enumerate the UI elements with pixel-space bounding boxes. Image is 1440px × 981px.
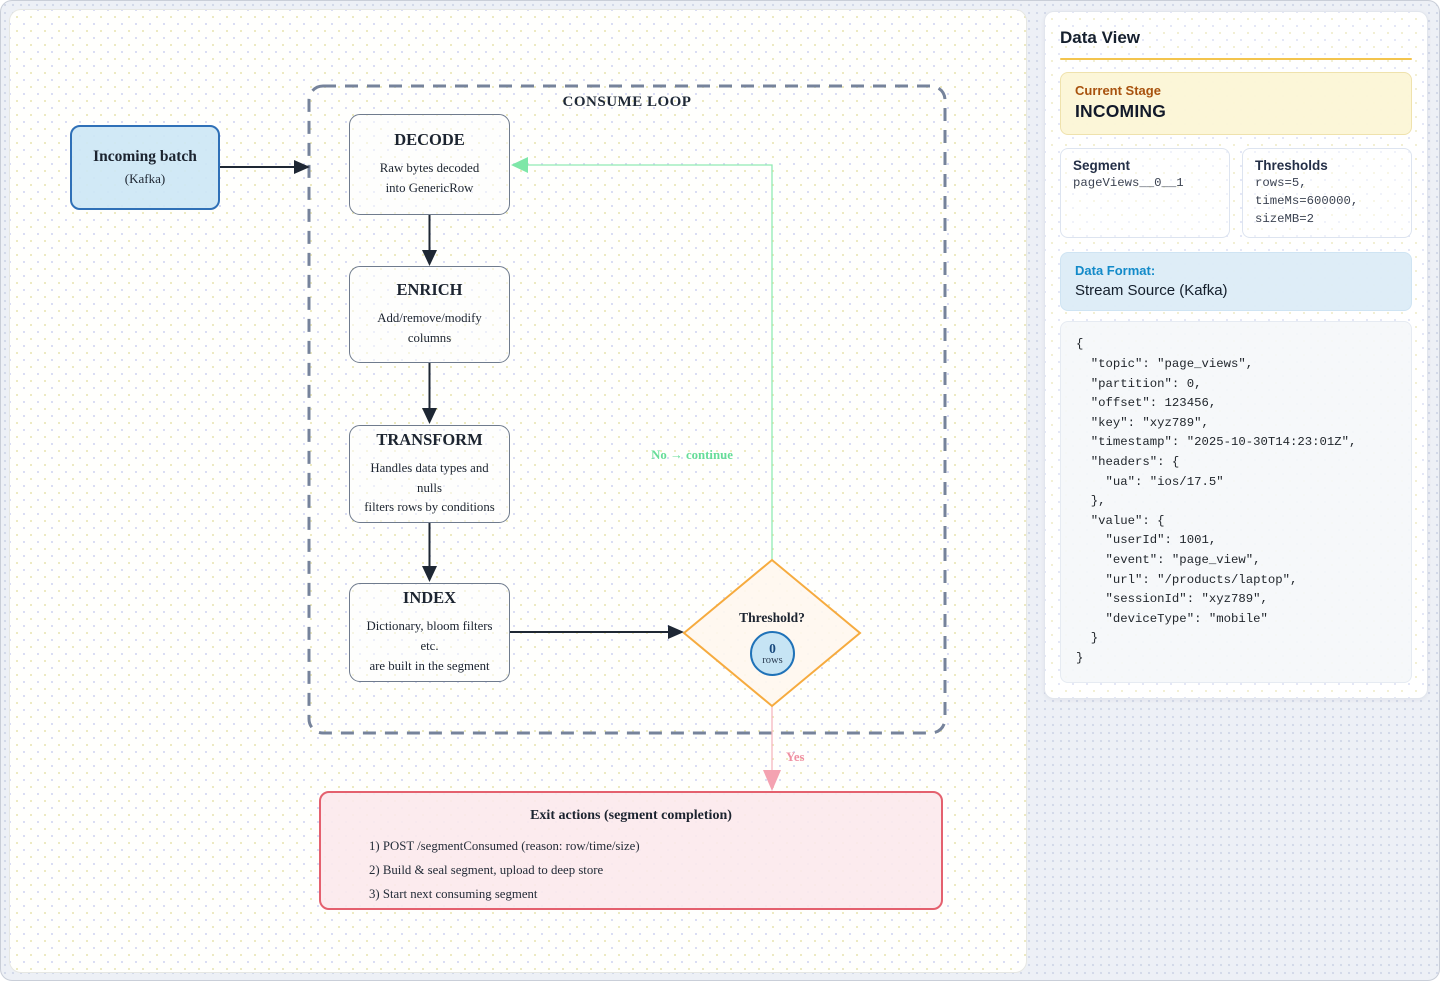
transform-title: TRANSFORM (376, 429, 483, 449)
index-title: INDEX (402, 588, 457, 608)
segment-card: Segment pageViews__0__1 (1060, 148, 1230, 239)
segment-label: Segment (1073, 158, 1131, 173)
decode-title: DECODE (394, 130, 465, 150)
decode-desc: Raw bytes decoded into GenericRow (379, 161, 480, 195)
node-decode[interactable]: DECODE Raw bytes decoded into GenericRow (349, 114, 510, 215)
consume-loop-title: CONSUME LOOP (562, 94, 692, 110)
decision-question: Threshold? (739, 610, 805, 625)
panel-title: Data View (1060, 28, 1141, 47)
enrich-desc: Add/remove/modify columns (377, 311, 482, 345)
arrow-incoming-head-icon (294, 160, 310, 174)
thresholds-label: Thresholds (1255, 158, 1328, 173)
row-counter-value: 0 (769, 640, 776, 656)
panel-title-underline (1060, 58, 1412, 60)
arrow-decode-head-icon (422, 250, 437, 266)
segment-value: pageViews__0__1 (1073, 176, 1184, 190)
data-format-label: Data Format: (1075, 263, 1156, 279)
data-format-value: Stream Source (Kafka) (1075, 282, 1228, 300)
current-stage-card: Current Stage INCOMING (1060, 72, 1412, 135)
incoming-batch-subtitle: (Kafka) (124, 171, 166, 186)
row-counter-unit: rows (762, 654, 783, 666)
arrow-enrich-head-icon (422, 408, 437, 424)
thresholds-card: Thresholds rows=5, timeMs=600000, sizeMB… (1242, 148, 1412, 239)
arrow-transform-head-icon (422, 566, 437, 582)
index-desc: Dictionary, bloom filters etc. are built… (366, 619, 493, 673)
edge-yes-arrowhead-icon (763, 770, 781, 791)
edge-no-line (527, 164, 773, 560)
node-transform[interactable]: TRANSFORM Handles data types and nulls f… (349, 425, 510, 523)
enrich-title: ENRICH (396, 280, 463, 300)
node-index[interactable]: INDEX Dictionary, bloom filters etc. are… (349, 583, 510, 682)
edge-label-yes: Yes (786, 750, 805, 764)
incoming-batch-title: Incoming batch (93, 148, 197, 165)
transform-desc: Handles data types and nulls filters row… (364, 460, 495, 515)
edge-label-no-continue: No → continue (651, 448, 733, 462)
exit-action-item: 1) POST /segmentConsumed (reason: row/ti… (369, 839, 640, 853)
node-incoming-batch[interactable]: Incoming batch (Kafka) (70, 125, 220, 210)
data-format-card: Data Format: Stream Source (Kafka) (1060, 252, 1412, 312)
node-enrich[interactable]: ENRICH Add/remove/modify columns (349, 266, 510, 363)
row-counter-badge: 0 rows (750, 631, 795, 676)
record-json-code: { "topic": "page_views", "partition": 0,… (1060, 321, 1412, 683)
current-stage-value: INCOMING (1075, 101, 1167, 121)
exit-action-item: 2) Build & seal segment, upload to deep … (369, 863, 604, 877)
data-view-panel: Data View Current Stage INCOMING Segment… (1044, 11, 1428, 699)
exit-actions-box: Exit actions (segment completion) 1) POS… (319, 791, 943, 910)
arrow-index-head-icon (668, 625, 684, 639)
thresholds-value: rows=5, timeMs=600000, sizeMB=2 (1255, 176, 1359, 226)
exit-actions-title: Exit actions (segment completion) (530, 808, 732, 823)
segment-thresholds-row: Segment pageViews__0__1 Thresholds rows=… (1060, 148, 1412, 239)
exit-action-item: 3) Start next consuming segment (369, 887, 538, 901)
edge-no-arrowhead-icon (511, 157, 528, 173)
current-stage-label: Current Stage (1075, 83, 1161, 98)
diagram-canvas: CONSUME LOOP Incoming batch (Kafka) DECO… (9, 9, 1027, 973)
